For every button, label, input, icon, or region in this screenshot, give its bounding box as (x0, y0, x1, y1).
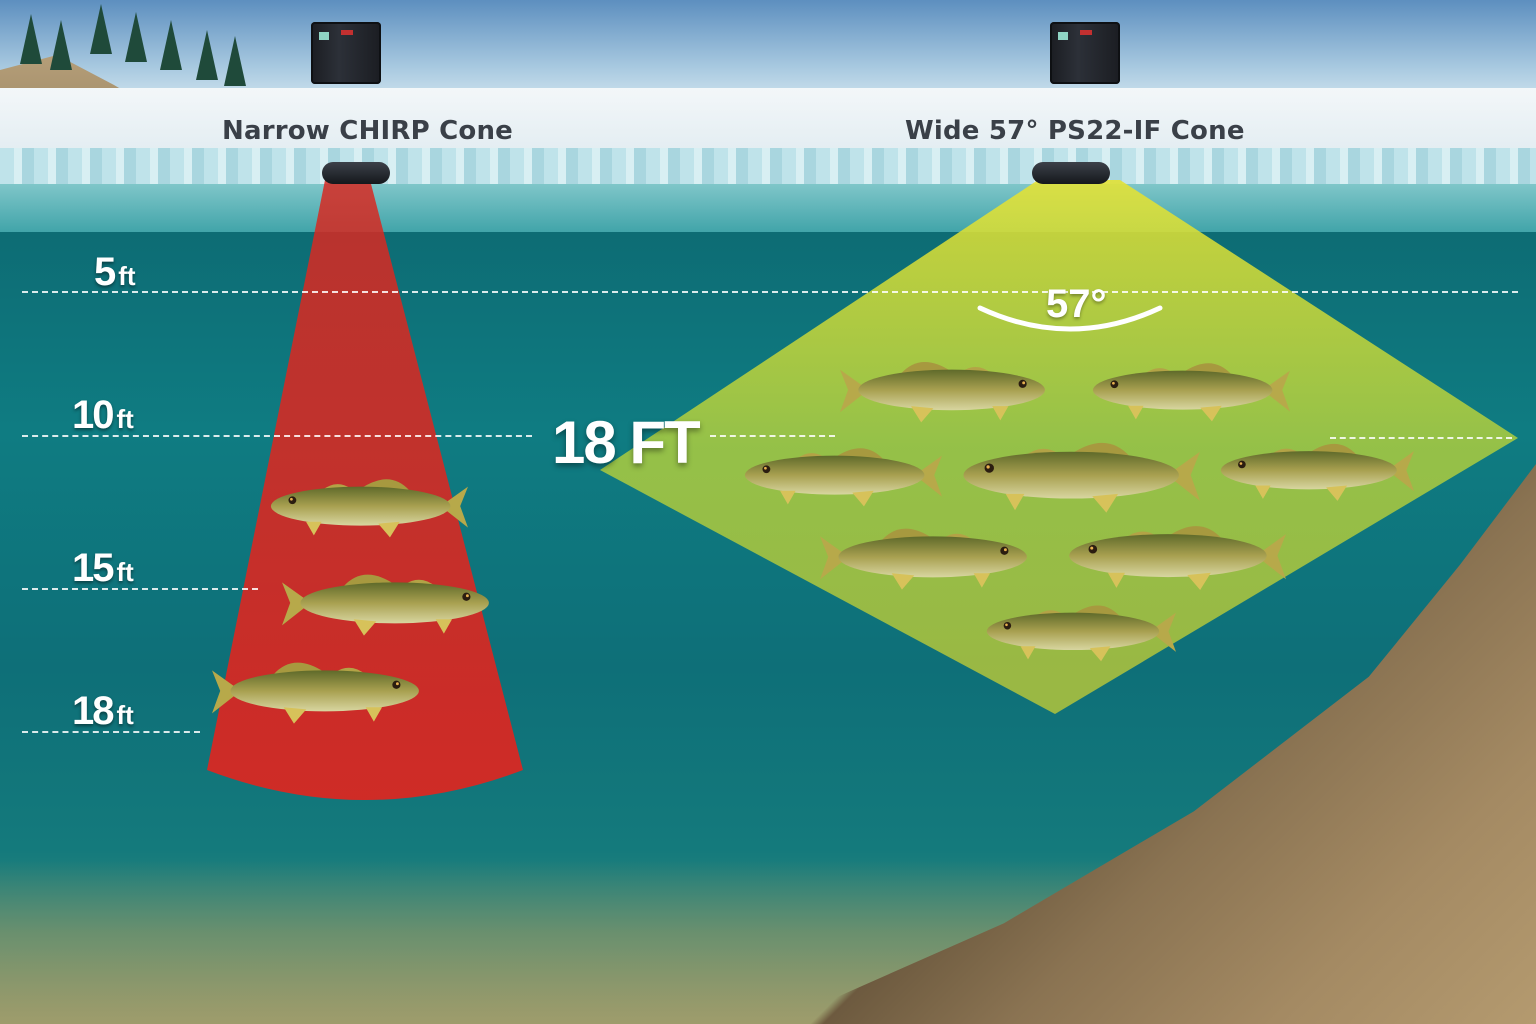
narrow-cone-title: Narrow CHIRP Cone (222, 116, 514, 146)
depth-line-5ft (22, 291, 1518, 293)
pine-tree-icon (224, 36, 246, 86)
fish-icon (1092, 363, 1290, 422)
fish-finder-unit-right (1050, 22, 1120, 84)
fish-icon (270, 479, 468, 538)
depth-line-18ft (22, 731, 200, 733)
pine-tree-icon (160, 20, 182, 70)
angle-arc (977, 305, 1163, 332)
pine-tree-icon (196, 30, 218, 80)
target-depth-label: 18 FT (552, 409, 701, 476)
transducer-left-icon (322, 162, 390, 184)
depth-line-15ft (22, 588, 258, 590)
water-surface (0, 184, 1536, 234)
fish-icon (986, 605, 1176, 662)
depth-line-10ft-right (1330, 437, 1512, 439)
depth-line-10ft-mid (710, 435, 835, 437)
sky (0, 0, 1536, 96)
fish-icon (282, 574, 489, 636)
wide-cone-title: Wide 57° PS22-IF Cone (905, 116, 1245, 146)
fish-finder-unit-left (311, 22, 381, 84)
fish-icon (820, 528, 1027, 590)
ice-edge (0, 148, 1536, 186)
transducer-right-icon (1032, 162, 1110, 184)
pine-tree-icon (125, 12, 147, 62)
depth-line-10ft (22, 435, 532, 437)
fish-icon (840, 362, 1045, 423)
pine-tree-icon (90, 4, 112, 54)
cone-angle-label: 57° (1046, 282, 1107, 326)
pine-tree-icon (20, 14, 42, 64)
pine-tree-icon (50, 20, 72, 70)
fish-icon (963, 442, 1200, 513)
device-screen (1058, 32, 1068, 40)
fish-icon (744, 448, 942, 507)
device-logo (1080, 30, 1092, 35)
device-screen (319, 32, 329, 40)
fish-icon (212, 662, 419, 724)
fish-icon (1220, 443, 1414, 501)
wide-sonar-cone (600, 180, 1518, 714)
ice-surface (0, 88, 1536, 152)
fish-icon (1069, 526, 1286, 590)
device-logo (341, 30, 353, 35)
